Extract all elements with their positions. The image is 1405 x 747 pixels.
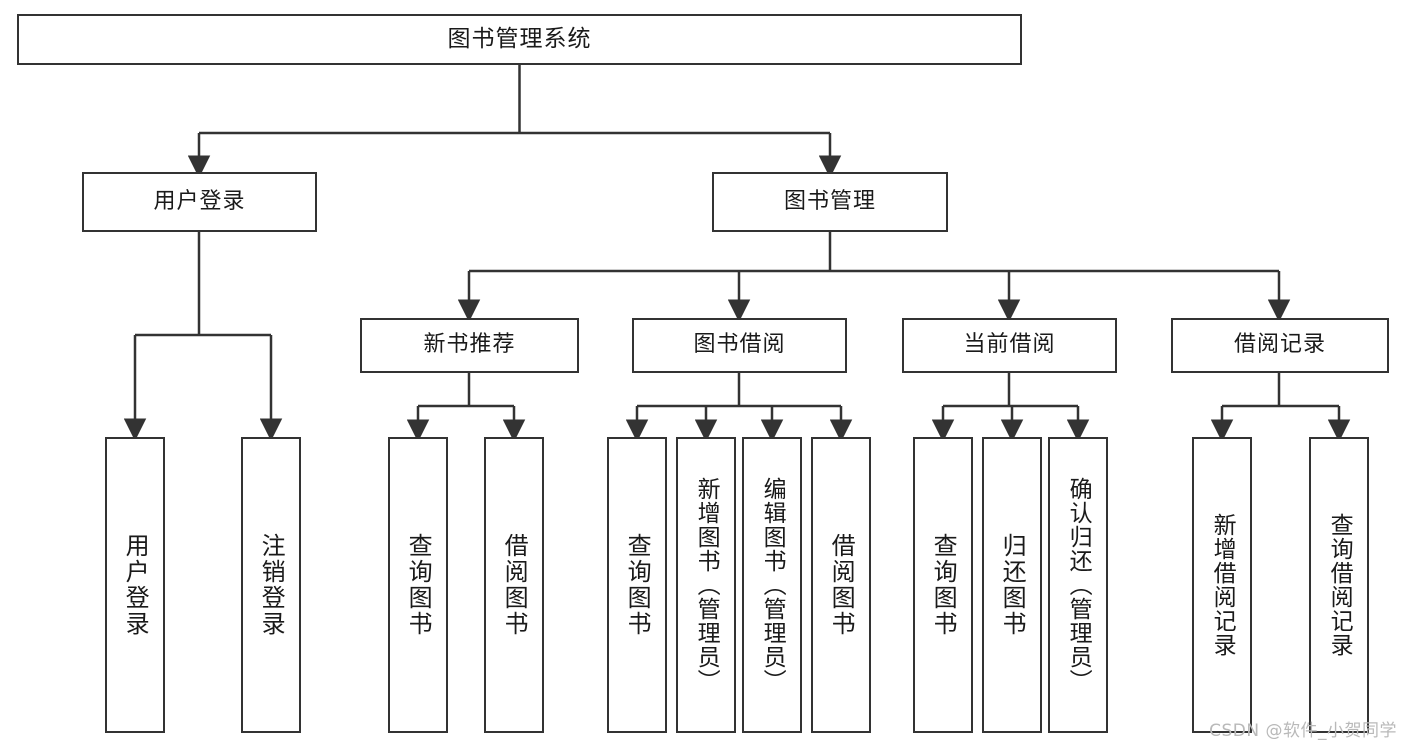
node-label: 借阅图书 — [827, 533, 856, 637]
node-leaf-return-book[interactable]: 归还图书 — [982, 437, 1042, 733]
node-leaf-borrow-book-recommend[interactable]: 借阅图书 — [484, 437, 544, 733]
node-label: 注销登录 — [257, 533, 286, 637]
node-label: 图书管理系统 — [447, 25, 592, 52]
node-leaf-add-borrow-record[interactable]: 新增借阅记录 — [1192, 437, 1252, 733]
node-label: 用户登录 — [153, 188, 246, 214]
node-label: 编辑图书（管理员） — [759, 477, 786, 693]
node-leaf-query-book-borrow[interactable]: 查询图书 — [607, 437, 667, 733]
node-label: 归还图书 — [998, 533, 1027, 637]
node-borrow-record[interactable]: 借阅记录 — [1171, 318, 1389, 373]
node-label: 借阅图书 — [500, 533, 529, 637]
node-label: 用户登录 — [121, 533, 150, 637]
node-label: 新增借阅记录 — [1209, 513, 1236, 657]
node-root-book-management-system[interactable]: 图书管理系统 — [17, 14, 1022, 65]
node-book-management[interactable]: 图书管理 — [712, 172, 948, 232]
node-label: 新书推荐 — [423, 332, 516, 358]
node-label: 查询借阅记录 — [1326, 513, 1353, 657]
node-label: 查询图书 — [929, 533, 958, 637]
node-book-borrow[interactable]: 图书借阅 — [632, 318, 847, 373]
node-current-borrow[interactable]: 当前借阅 — [902, 318, 1117, 373]
node-leaf-query-borrow-record[interactable]: 查询借阅记录 — [1309, 437, 1369, 733]
node-leaf-borrow-book[interactable]: 借阅图书 — [811, 437, 871, 733]
node-leaf-logout[interactable]: 注销登录 — [241, 437, 301, 733]
node-leaf-edit-book-admin[interactable]: 编辑图书（管理员） — [742, 437, 802, 733]
node-label: 查询图书 — [623, 533, 652, 637]
node-leaf-confirm-return-admin[interactable]: 确认归还（管理员） — [1048, 437, 1108, 733]
watermark: CSDN @软件_小贺同学 — [1209, 721, 1397, 741]
node-label: 新增图书（管理员） — [693, 477, 720, 693]
node-label: 借阅记录 — [1233, 332, 1326, 358]
node-new-book-recommend[interactable]: 新书推荐 — [360, 318, 579, 373]
node-label: 当前借阅 — [963, 332, 1056, 358]
node-label: 确认归还（管理员） — [1065, 477, 1092, 693]
node-label: 图书管理 — [783, 188, 876, 214]
node-leaf-add-book-admin[interactable]: 新增图书（管理员） — [676, 437, 736, 733]
node-leaf-query-book-current[interactable]: 查询图书 — [913, 437, 973, 733]
node-label: 查询图书 — [404, 533, 433, 637]
node-leaf-query-book-recommend[interactable]: 查询图书 — [388, 437, 448, 733]
node-label: 图书借阅 — [693, 332, 786, 358]
node-leaf-user-login[interactable]: 用户登录 — [105, 437, 165, 733]
node-user-login[interactable]: 用户登录 — [82, 172, 317, 232]
